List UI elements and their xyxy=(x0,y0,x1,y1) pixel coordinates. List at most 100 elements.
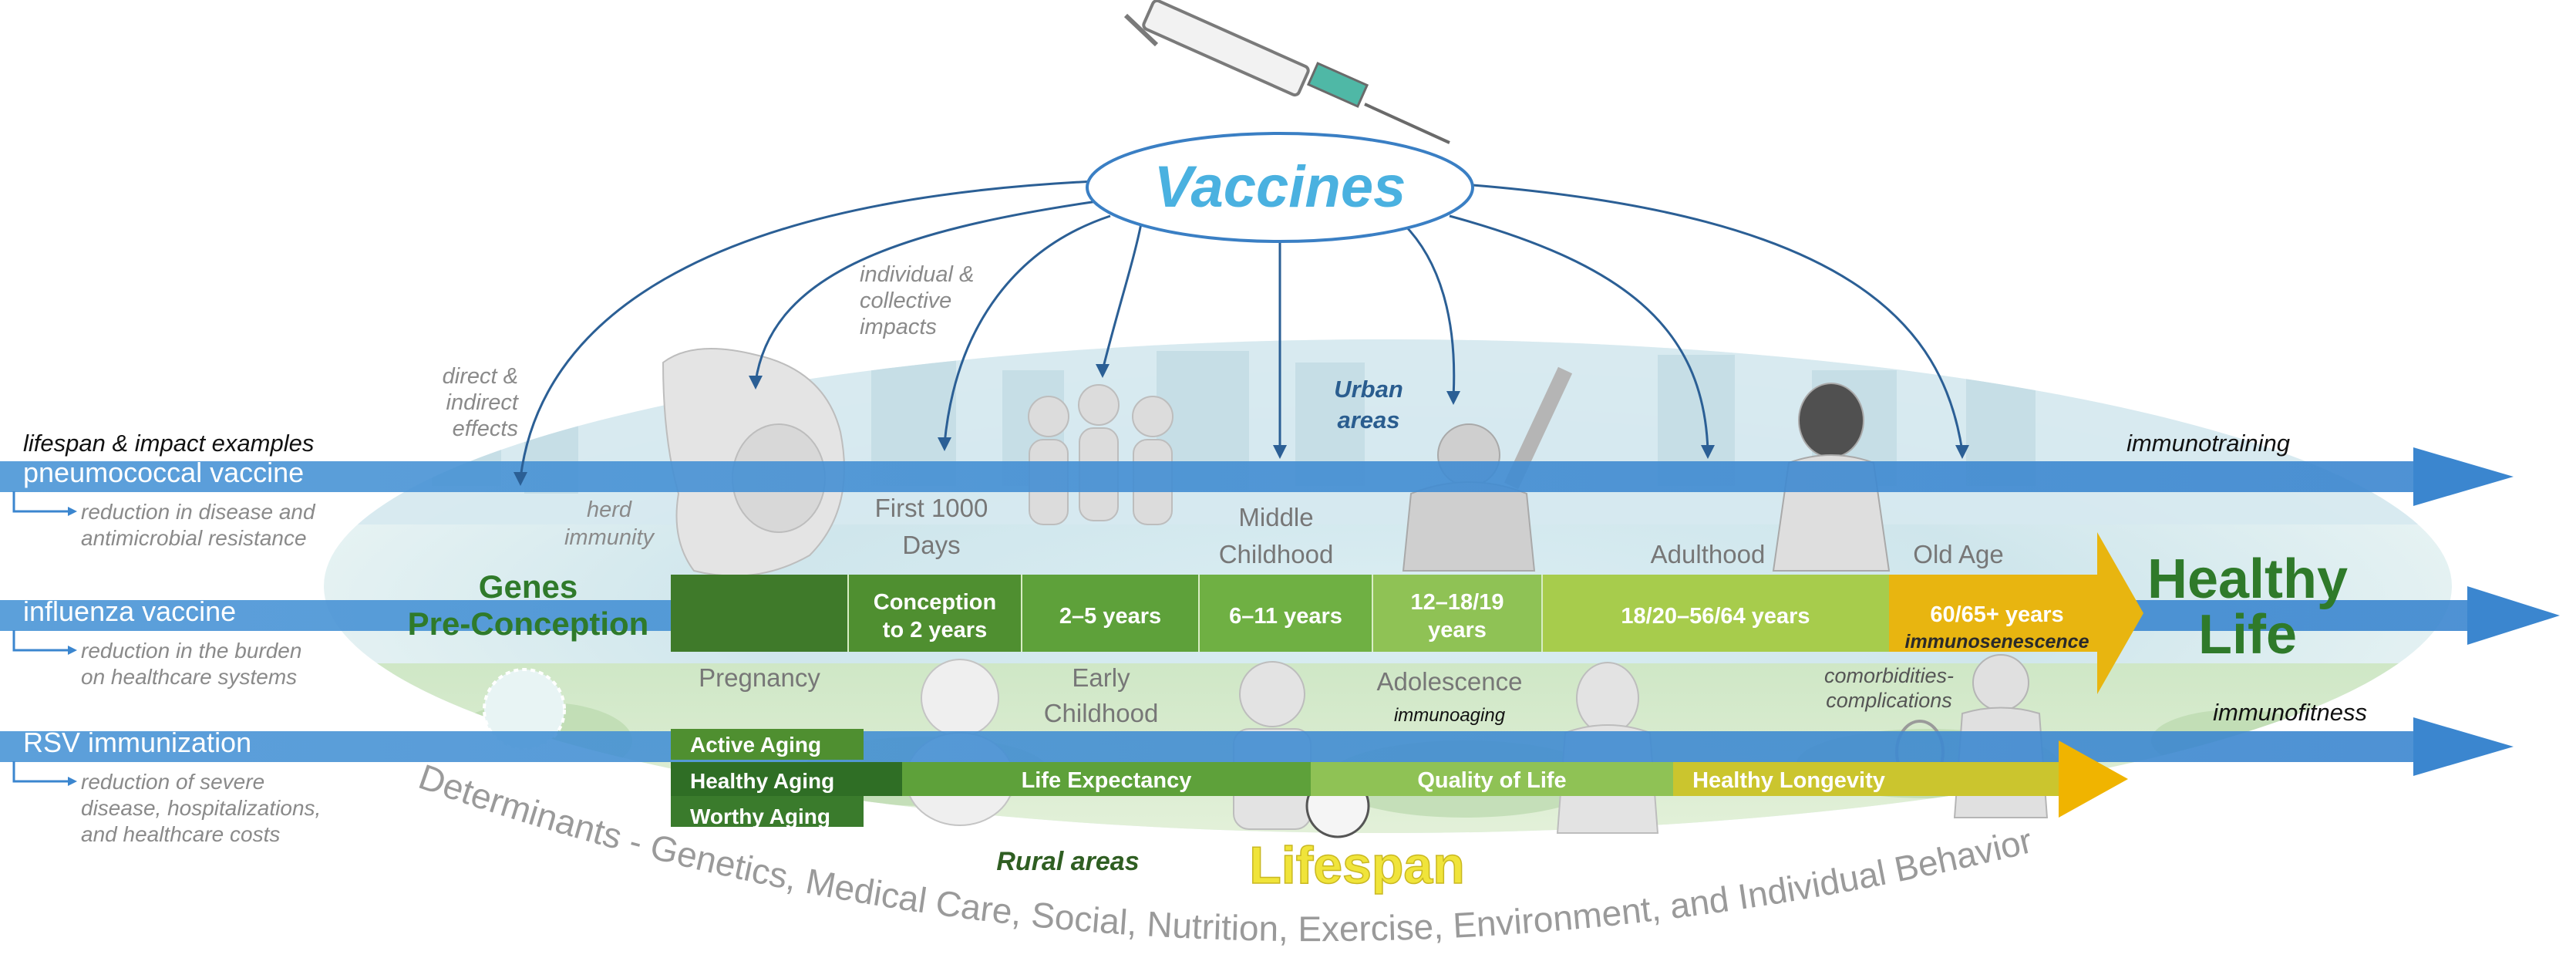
vaccine-name: RSV immunization xyxy=(23,727,251,758)
text-line: Days xyxy=(902,531,960,559)
text-line: areas xyxy=(1337,406,1399,433)
blue-arrow-rsv xyxy=(0,717,2514,776)
aging-label: Healthy Aging xyxy=(690,769,834,793)
stage-top-label: Adulthood xyxy=(1651,540,1766,568)
text-line: direct & xyxy=(443,364,518,389)
text-line: Conception xyxy=(874,590,997,615)
segment-label: 2–5 years xyxy=(1059,604,1161,629)
segment-label: 60/65+ years xyxy=(1930,602,2063,627)
text-line: Adolescence xyxy=(1377,667,1523,696)
text-line: complications xyxy=(1826,689,1952,712)
impact-arrowhead xyxy=(68,507,77,516)
text-line: 2–5 years xyxy=(1059,604,1161,629)
stage-bottom-label: Adolescence xyxy=(1377,667,1523,696)
text-line: Life xyxy=(2198,604,2297,666)
text-line: immunity xyxy=(564,525,655,550)
segment-old-age xyxy=(1889,532,2143,694)
stage-bottom-label: Pregnancy xyxy=(699,663,820,692)
herd-immunity-label: herd immunity xyxy=(564,497,655,550)
text-line: 6–11 years xyxy=(1229,604,1342,629)
text-line: and healthcare costs xyxy=(81,822,280,846)
text-line: 18/20–56/64 years xyxy=(1621,604,1810,629)
immunofitness-label: immunofitness xyxy=(2213,699,2367,726)
stage-top-label: Old Age xyxy=(1913,540,2003,568)
text-line: Middle xyxy=(1238,503,1313,531)
segment-label: 18/20–56/64 years xyxy=(1621,604,1810,629)
segment-0 xyxy=(671,575,848,652)
impact-connector xyxy=(12,491,69,513)
text-line: reduction of severe xyxy=(81,770,264,794)
text-line: Early xyxy=(1072,663,1130,692)
bottom-quality-band xyxy=(671,740,2128,827)
text-line: comorbidities- xyxy=(1824,664,1954,687)
segment-2 xyxy=(1022,575,1199,652)
figure-children-group xyxy=(1028,384,1174,525)
text-line: Old Age xyxy=(1913,540,2003,568)
text-line: Genes xyxy=(479,568,577,605)
text-line: collective xyxy=(860,288,951,313)
text-line: antimicrobial resistance xyxy=(81,526,307,550)
text-line: impacts xyxy=(860,315,937,339)
segment-1 xyxy=(848,575,1022,652)
impact-arrowhead xyxy=(68,777,77,786)
immunotraining-label: immunotraining xyxy=(2126,430,2290,457)
vaccine-name: influenza vaccine xyxy=(23,595,236,627)
impact-arrowhead xyxy=(68,646,77,655)
vaccine-name: pneumococcal vaccine xyxy=(23,457,304,488)
blue-arrow-pneumococcal xyxy=(0,447,2514,506)
text-line: indirect xyxy=(446,390,520,415)
text-line: herd xyxy=(587,497,632,522)
segment-label: 12–18/19 years xyxy=(1411,590,1504,643)
text-line: Adulthood xyxy=(1651,540,1766,568)
text-line: 12–18/19 xyxy=(1411,590,1504,615)
text-line: Pregnancy xyxy=(699,663,820,692)
text-line: individual & xyxy=(860,262,974,287)
segment-3 xyxy=(1199,575,1372,652)
text-line: Healthy xyxy=(2147,548,2348,610)
text-line: years xyxy=(1428,618,1487,643)
syringe-icon xyxy=(1123,0,1450,144)
text-line: Pre-Conception xyxy=(408,605,649,642)
aging-label: Worthy Aging xyxy=(690,804,830,828)
active-aging-bg xyxy=(671,729,864,760)
vaccine-connector-arrows xyxy=(519,180,1964,479)
immunoaging-label: immunoaging xyxy=(1394,705,1506,726)
segment-5 xyxy=(1542,575,1889,652)
bottom-bar-label: Quality of Life xyxy=(1417,768,1566,793)
immunosenescence-label: immunosenescence xyxy=(1905,631,2089,653)
segment-label: 6–11 years xyxy=(1229,604,1342,629)
connector-arrowheads xyxy=(514,364,1969,486)
text-line: Childhood xyxy=(1219,540,1334,568)
comorbidities-label: comorbidities-complications xyxy=(1824,664,1954,712)
text-line: reduction in disease and xyxy=(81,500,316,524)
urban-areas-label: Urban areas xyxy=(1334,376,1403,433)
lifespan-label: Lifespan xyxy=(1249,836,1465,895)
rural-areas-label: Rural areas xyxy=(996,847,1139,876)
impact-connector xyxy=(12,630,69,652)
text-line: First 1000 xyxy=(875,494,988,522)
text-line: 60/65+ years xyxy=(1930,602,2063,627)
segment-4 xyxy=(1372,575,1542,652)
text-line: reduction in the burden xyxy=(81,639,301,663)
vaccines-ellipse xyxy=(1086,132,1474,243)
bottom-bar-label: Life Expectancy xyxy=(1022,768,1192,793)
text-line: Urban xyxy=(1334,376,1403,403)
impact-connector xyxy=(12,761,69,783)
examples-heading: lifespan & impact examples xyxy=(23,430,314,457)
text-line: on healthcare systems xyxy=(81,665,297,689)
text-line: disease, hospitalizations, xyxy=(81,796,321,820)
